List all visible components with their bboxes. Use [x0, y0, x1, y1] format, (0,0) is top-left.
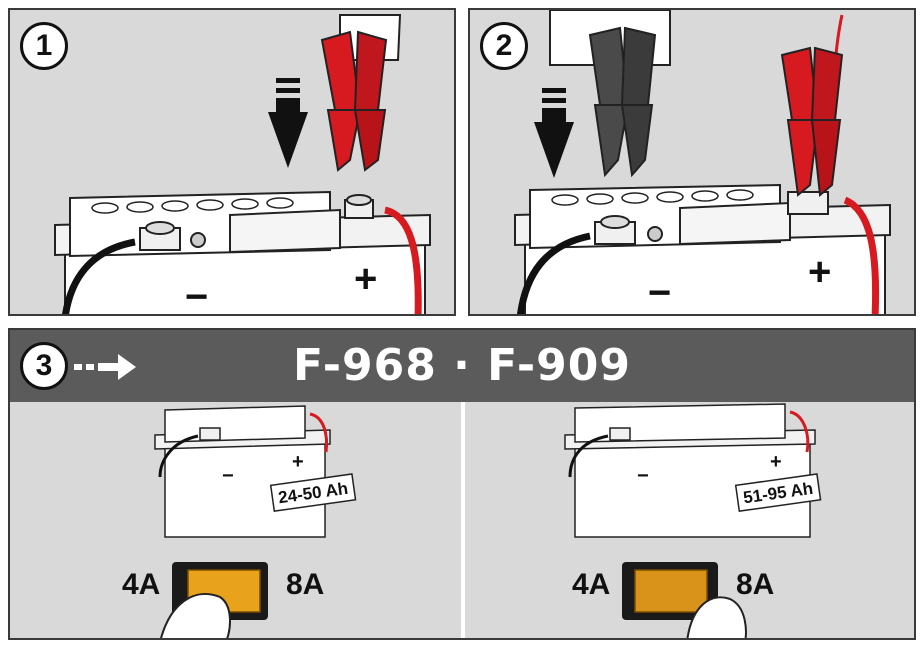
amp-low-label: 4A — [572, 568, 611, 601]
battery-icon — [154, 405, 331, 538]
amp-high-label: 8A — [736, 568, 775, 601]
step-2-number: 2 — [495, 29, 513, 62]
plus-symbol: + — [354, 257, 377, 301]
large-battery-illustration: − + 51-95 Ah — [564, 403, 822, 638]
clamp-icon — [780, 46, 844, 197]
minus-symbol: − — [648, 271, 671, 315]
step-3-number: 3 — [35, 349, 53, 382]
finger-icon — [160, 593, 231, 638]
panel-divider — [461, 402, 465, 638]
amp-high-label: 8A — [286, 568, 325, 601]
minus-symbol: − — [222, 465, 234, 487]
battery-icon — [54, 190, 431, 314]
step-2-badge: 2 — [480, 22, 528, 70]
step-2-panel: − + 2 — [468, 8, 916, 316]
finger-icon — [686, 596, 747, 638]
clamp-icon — [320, 14, 402, 172]
step-1-badge: 1 — [20, 22, 68, 70]
model-title: F-968 · F-909 — [293, 340, 631, 391]
plus-symbol: + — [292, 451, 304, 473]
step-1-number: 1 — [35, 29, 53, 62]
down-arrow-icon — [268, 78, 308, 168]
battery-icon — [514, 14, 891, 314]
small-battery-illustration: − + 24-50 Ah — [154, 405, 357, 638]
step-3-badge: 3 — [20, 342, 68, 390]
step-1-panel: − + 1 — [8, 8, 456, 316]
right-arrow-icon — [74, 354, 136, 380]
step-3-panel: F-968 · F-909 3 − + 24-50 Ah 4A 8A — [8, 328, 916, 640]
plus-symbol: + — [808, 250, 831, 294]
amp-low-label: 4A — [122, 568, 161, 601]
model-header — [10, 330, 914, 402]
plus-symbol: + — [770, 451, 782, 473]
amp-switch-rocker[interactable] — [634, 569, 708, 613]
minus-symbol: − — [637, 465, 649, 487]
step-2-illustration: − + — [514, 10, 891, 315]
minus-symbol: − — [185, 275, 208, 316]
down-arrow-icon — [534, 88, 574, 178]
clamp-icon — [549, 10, 671, 178]
step-1-illustration: − + — [54, 14, 431, 316]
